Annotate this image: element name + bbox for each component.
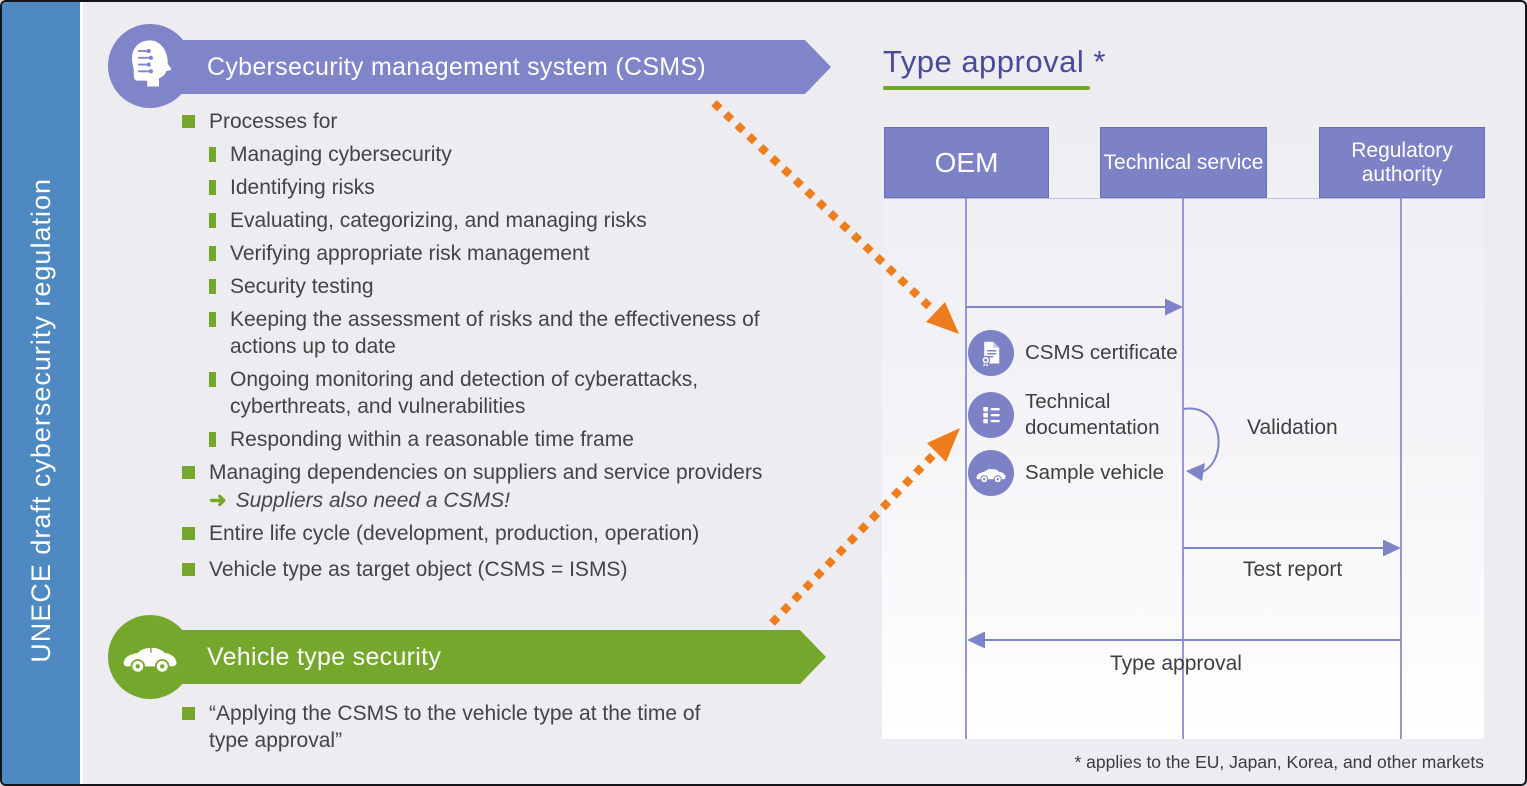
bullet-marker bbox=[209, 147, 216, 162]
deliverable-sample-vehicle: Sample vehicle bbox=[968, 450, 1203, 496]
deliverable-csms-certificate: CSMS certificate bbox=[968, 330, 1203, 376]
certificate-icon bbox=[968, 330, 1014, 376]
bullet-marker bbox=[209, 246, 216, 261]
car-icon bbox=[968, 450, 1014, 496]
lifeline-regulatory-authority bbox=[1400, 198, 1402, 739]
cyber-head-icon bbox=[123, 37, 177, 96]
bullet-text: Identifying risks bbox=[230, 176, 375, 199]
vehicle-bullet-list: “Applying the CSMS to the vehicle type a… bbox=[182, 700, 832, 760]
bullet-note: ➜Suppliers also need a CSMS! bbox=[209, 489, 510, 512]
message-label-type-approval: Type approval bbox=[1110, 652, 1242, 675]
checklist-icon bbox=[968, 392, 1014, 438]
deliverable-label: Technical documentation bbox=[1025, 390, 1160, 439]
csms-banner: Cybersecurity management system (CSMS) bbox=[150, 40, 831, 94]
bullet-item: Ongoing monitoring and detection of cybe… bbox=[209, 366, 832, 420]
vehicle-banner-bar bbox=[150, 630, 826, 684]
bullet-marker bbox=[182, 466, 195, 479]
bullet-text: Entire life cycle (development, producti… bbox=[209, 522, 700, 545]
message-label-test-report: Test report bbox=[1243, 558, 1343, 581]
bullet-marker bbox=[209, 432, 216, 447]
bullet-text: Processes for bbox=[209, 110, 338, 133]
bullet-item: Security testing bbox=[209, 273, 832, 300]
sidebar-title: UNECE draft cybersecurity regulation bbox=[25, 178, 56, 663]
bullet-marker bbox=[182, 115, 195, 128]
vehicle-banner-badge bbox=[108, 615, 192, 699]
bullet-marker bbox=[209, 372, 216, 387]
bullet-item: Entire life cycle (development, producti… bbox=[182, 520, 832, 547]
bullet-marker bbox=[182, 563, 195, 576]
bullet-item: Keeping the assessment of risks and the … bbox=[209, 306, 832, 360]
bullet-text: Responding within a reasonable time fram… bbox=[230, 428, 634, 451]
bullet-marker bbox=[182, 527, 195, 540]
bullet-item: Vehicle type as target object (CSMS = IS… bbox=[182, 556, 832, 583]
bullet-item: Identifying risks bbox=[209, 174, 832, 201]
bullet-marker bbox=[209, 312, 216, 327]
diagram-footnote: * applies to the EU, Japan, Korea, and o… bbox=[1074, 752, 1484, 772]
vehicle-banner-title: Vehicle type security bbox=[207, 642, 442, 671]
bullet-marker bbox=[209, 213, 216, 228]
csms-banner-badge bbox=[108, 24, 192, 108]
bullet-item: “Applying the CSMS to the vehicle type a… bbox=[182, 700, 832, 754]
bullet-marker bbox=[209, 279, 216, 294]
bullet-marker bbox=[182, 707, 195, 720]
deliverable-label: CSMS certificate bbox=[1025, 341, 1178, 364]
deliverable-label: Sample vehicle bbox=[1025, 461, 1165, 484]
bullet-text: Managing dependencies on suppliers and s… bbox=[209, 461, 763, 512]
actor-technical-service: Technical service bbox=[1100, 127, 1267, 198]
bullet-item: Responding within a reasonable time fram… bbox=[209, 426, 832, 453]
bullet-text: “Applying the CSMS to the vehicle type a… bbox=[209, 702, 701, 752]
bullet-item: Processes for bbox=[182, 108, 832, 135]
diagram-title-underline bbox=[883, 86, 1090, 90]
lifeline-technical-service bbox=[1182, 198, 1184, 739]
car-icon bbox=[121, 636, 179, 679]
actor-regulatory-authority: Regulatory authority bbox=[1319, 127, 1485, 198]
bullet-text: Security testing bbox=[230, 275, 374, 298]
bullet-item: Managing cybersecurity bbox=[209, 141, 832, 168]
note-arrow-icon: ➜ bbox=[209, 489, 227, 512]
actor-oem: OEM bbox=[884, 127, 1049, 198]
lifeline-oem bbox=[965, 198, 967, 739]
bullet-text: Verifying appropriate risk management bbox=[230, 242, 590, 265]
actor-baseline bbox=[884, 198, 1484, 199]
bullet-text: Managing cybersecurity bbox=[230, 143, 452, 166]
csms-banner-bar bbox=[150, 40, 831, 94]
bullet-marker bbox=[209, 180, 216, 195]
bullet-text: Vehicle type as target object (CSMS = IS… bbox=[209, 558, 628, 581]
bullet-item: Managing dependencies on suppliers and s… bbox=[182, 459, 832, 514]
message-label-validation: Validation bbox=[1247, 416, 1338, 439]
diagram-title: Type approval * bbox=[883, 44, 1106, 79]
sidebar: UNECE draft cybersecurity regulation bbox=[2, 2, 83, 784]
bullet-text: Ongoing monitoring and detection of cybe… bbox=[230, 368, 699, 418]
deliverable-technical-documentation: Technical documentation bbox=[968, 389, 1203, 441]
bullet-item: Evaluating, categorizing, and managing r… bbox=[209, 207, 832, 234]
bullet-item: Verifying appropriate risk management bbox=[209, 240, 832, 267]
bullet-text: Evaluating, categorizing, and managing r… bbox=[230, 209, 647, 232]
vehicle-banner: Vehicle type security bbox=[150, 630, 826, 684]
bullet-text: Keeping the assessment of risks and the … bbox=[230, 308, 760, 358]
csms-banner-title: Cybersecurity management system (CSMS) bbox=[207, 52, 707, 81]
